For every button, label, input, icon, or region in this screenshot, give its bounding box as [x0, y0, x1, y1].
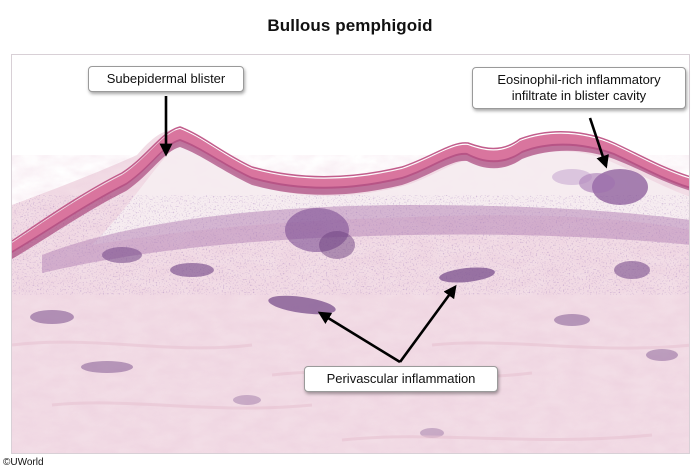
- perivascular-inflammation-label: Perivascular inflammation: [304, 366, 498, 392]
- figure-title: Bullous pemphigoid: [267, 16, 433, 35]
- eosinophil-infiltrate-text-line1: Eosinophil-rich inflammatory: [497, 72, 661, 87]
- histology-micrograph: [11, 54, 690, 454]
- eosinophil-infiltrate-text-line2: infiltrate in blister cavity: [511, 88, 647, 103]
- subepidermal-blister-text: Subepidermal blister: [106, 71, 226, 86]
- perivascular-inflammation-text: Perivascular inflammation: [326, 371, 476, 386]
- copyright-credit: ©UWorld: [3, 457, 44, 468]
- eosinophil-infiltrate-label: Eosinophil-rich inflammatory infiltrate …: [472, 67, 686, 109]
- subepidermal-blister-label: Subepidermal blister: [88, 66, 244, 92]
